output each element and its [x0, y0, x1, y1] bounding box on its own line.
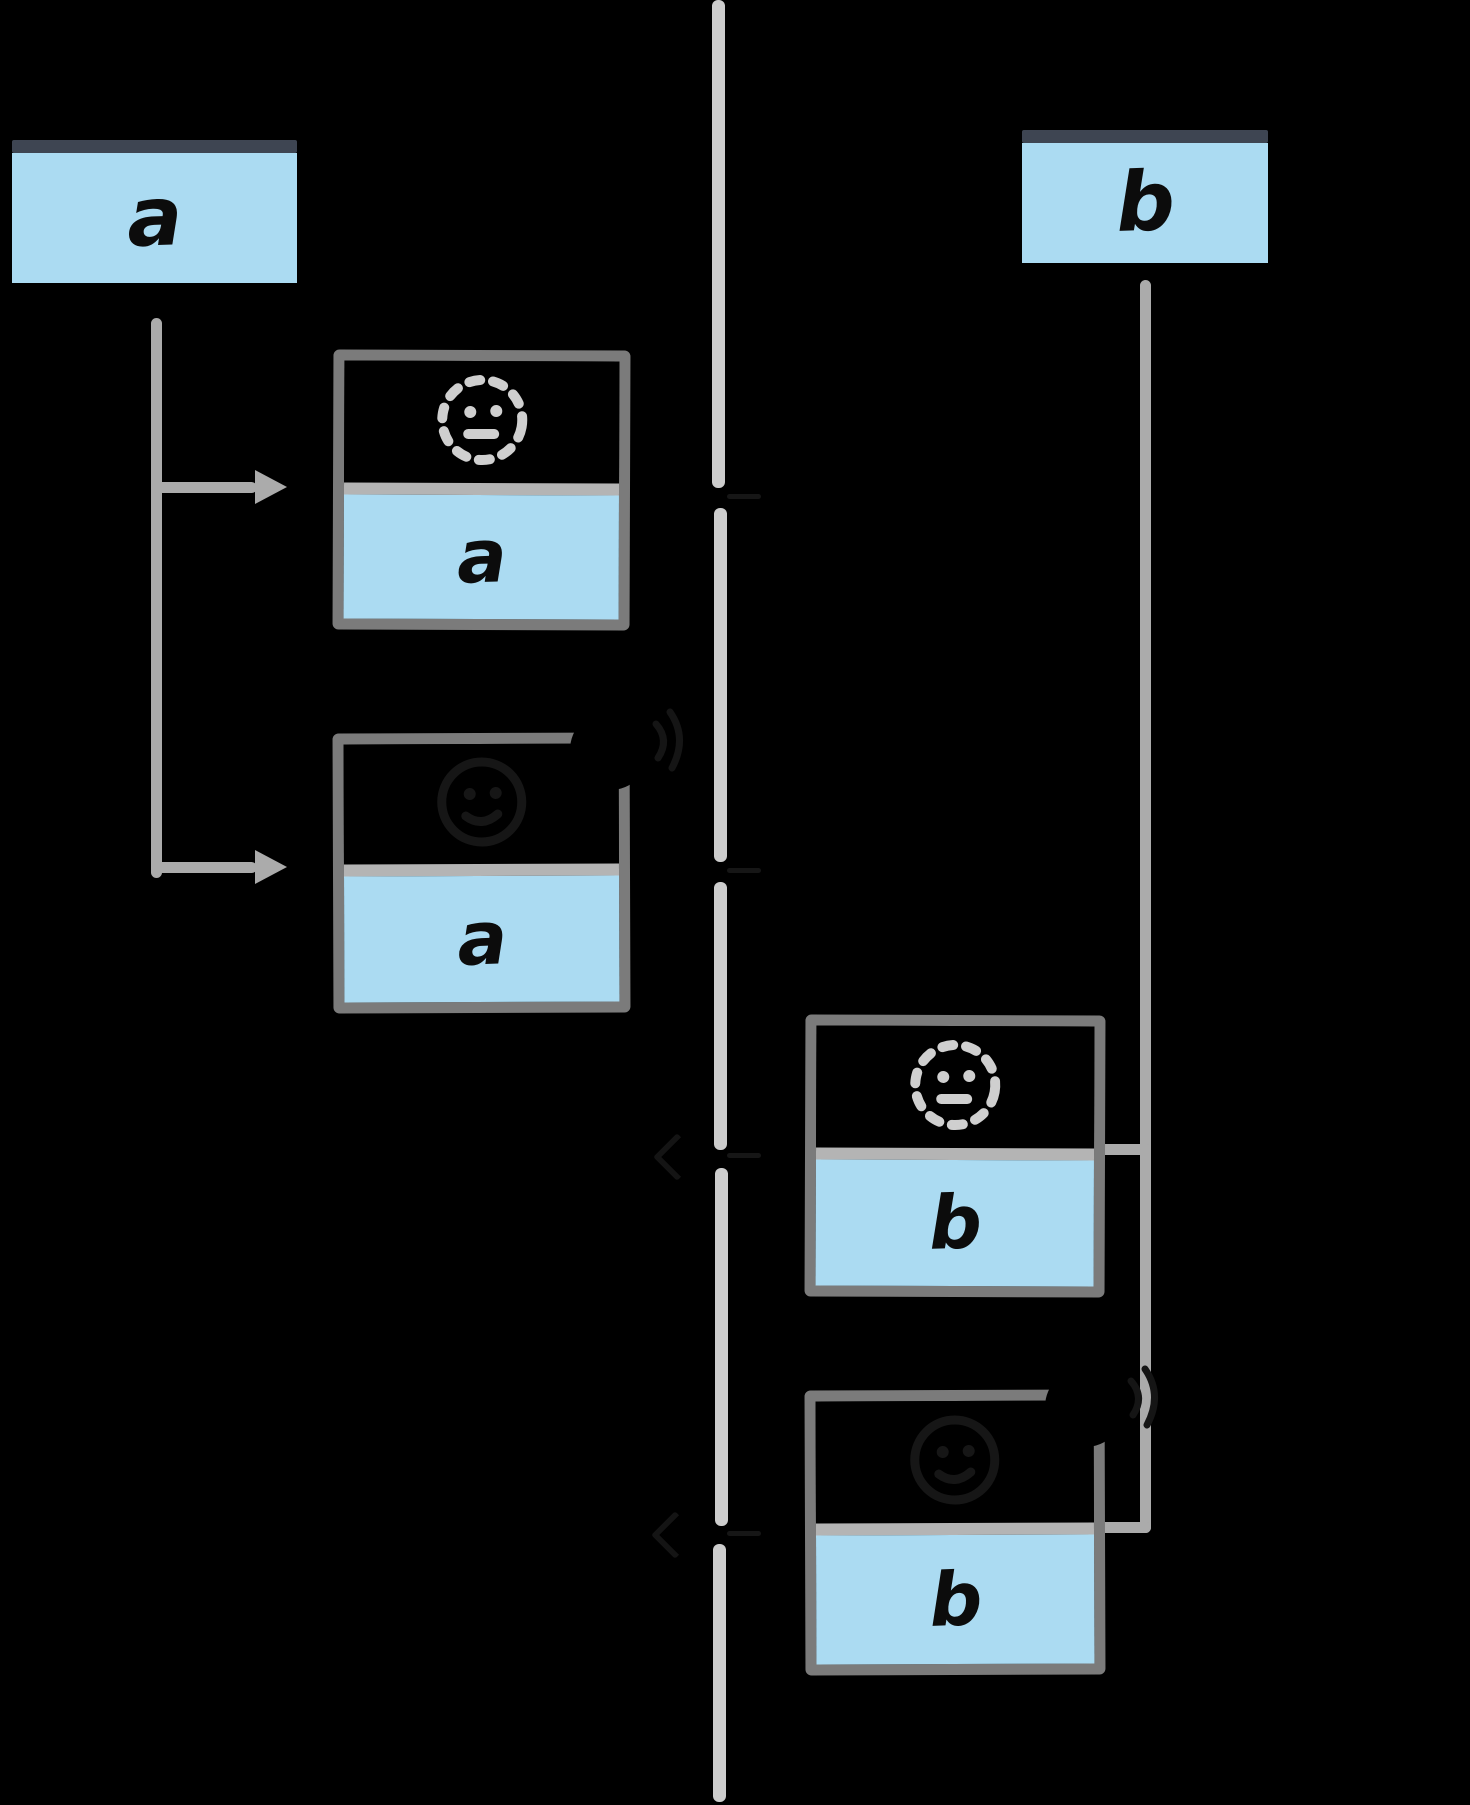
queue-break-tick: [727, 868, 761, 873]
left-arrow-branch-2: [151, 862, 257, 873]
source-letter: a: [125, 169, 184, 266]
source-box-body: a: [12, 153, 297, 283]
queue-item-letter: b: [927, 1555, 984, 1644]
dotted-face-icon: [436, 375, 527, 466]
left-arrow-branch-1: [151, 482, 257, 493]
queue-item-letter: b: [926, 1179, 983, 1267]
hidden-arrowhead-icon: [650, 1510, 700, 1560]
timeline-source-box-b: b: [1022, 0, 1268, 263]
right-arrow-vertical: [1140, 280, 1151, 1533]
hidden-arrowhead-icon: [652, 1132, 702, 1182]
speaker-blob-icon: [570, 708, 683, 790]
arrowhead-right-icon: [255, 850, 287, 884]
queue-item-letter: a: [454, 513, 508, 601]
hidden-face-icon: [436, 757, 526, 847]
queue-timeline-segment: [715, 1168, 728, 1526]
hidden-face-icon: [910, 1415, 1000, 1505]
queue-item-box: b: [804, 1389, 1106, 1676]
timeline-source-box-a: a: [12, 0, 297, 283]
right-arrow-branch-1: [1070, 1144, 1151, 1155]
queue-item-box: a: [332, 732, 631, 1014]
queue-item-letter: a: [455, 895, 509, 983]
arrowhead-right-icon: [255, 470, 287, 504]
source-letter: b: [1113, 154, 1176, 251]
queue-item-box: a: [332, 349, 631, 631]
queue-break-tick: [727, 1153, 761, 1158]
source-box-header: [12, 0, 297, 140]
left-arrow-vertical: [151, 318, 162, 878]
queue-timeline-segment: [714, 882, 727, 1150]
speaker-blob-icon: [1045, 1365, 1158, 1447]
right-arrow-branch-2: [1070, 1522, 1151, 1533]
queue-item-box: b: [804, 1014, 1106, 1298]
source-box-body: b: [1022, 143, 1268, 263]
queue-timeline-segment: [712, 0, 725, 488]
queue-break-tick: [727, 1531, 761, 1536]
source-box-header-bar: [12, 140, 297, 153]
dotted-face-icon: [910, 1040, 1001, 1131]
source-box-header: [1022, 0, 1268, 130]
queue-timeline-segment: [713, 1544, 726, 1802]
source-box-header-bar: [1022, 130, 1268, 143]
queue-break-tick: [727, 494, 761, 499]
queue-timeline-segment: [714, 508, 727, 862]
